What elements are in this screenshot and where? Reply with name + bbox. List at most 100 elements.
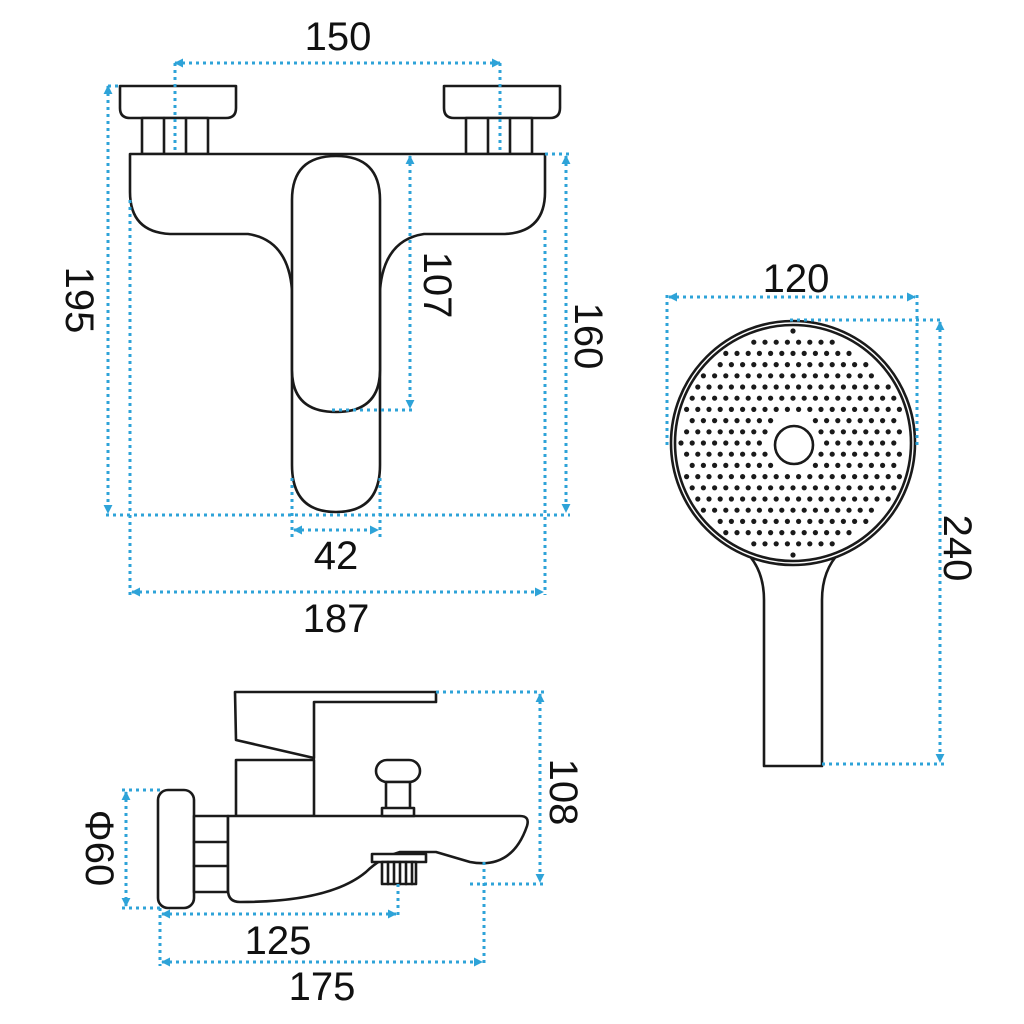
spray-nozzle: [773, 384, 779, 390]
dimension-labels: 150 195 107 160 42 187 120 240 Φ60 108 1…: [57, 15, 979, 1009]
shower-handle: [744, 550, 842, 768]
spray-nozzle: [762, 362, 768, 368]
spray-nozzle: [796, 362, 802, 368]
spray-nozzle: [706, 406, 712, 412]
spray-nozzle: [818, 518, 824, 525]
spray-nozzle: [740, 362, 746, 368]
spray-nozzle: [807, 474, 813, 480]
spray-nozzle: [779, 530, 785, 536]
spray-nozzle: [812, 485, 819, 491]
spray-nozzle: [768, 530, 774, 536]
spray-nozzle: [762, 541, 768, 547]
spray-nozzle: [717, 451, 723, 457]
dim-label-120: 120: [763, 257, 830, 301]
spray-nozzle: [728, 496, 735, 502]
spray-nozzle: [846, 395, 852, 401]
spray-nozzle: [751, 518, 757, 525]
spray-nozzle: [829, 496, 835, 502]
spray-nozzle: [880, 462, 886, 468]
spray-nozzle: [751, 362, 757, 368]
spray-nozzle: [857, 440, 863, 446]
spray-nozzle: [712, 507, 718, 513]
spray-nozzle: [829, 406, 835, 412]
spray-nozzle: [852, 362, 858, 368]
spray-nozzle: [807, 339, 813, 345]
spray-nozzle: [835, 530, 841, 536]
spray-nozzle: [745, 485, 751, 491]
spray-nozzle: [891, 462, 897, 468]
center-button: [773, 424, 815, 466]
spray-nozzle: [779, 350, 785, 356]
spray-nozzle: [796, 384, 802, 390]
dim-label-107: 107: [415, 252, 459, 319]
spray-nozzle: [745, 395, 751, 401]
spray-nozzle: [745, 530, 751, 536]
spray-nozzle: [863, 384, 869, 390]
spray-nozzle: [818, 362, 824, 368]
spray-nozzle: [762, 406, 768, 412]
spray-nozzle: [846, 350, 852, 356]
spray-nozzle: [790, 328, 796, 334]
spray-nozzle: [717, 406, 723, 412]
spray-nozzle: [891, 440, 897, 446]
spray-nozzle: [790, 485, 796, 491]
spray-nozzle: [852, 406, 858, 412]
spray-nozzle: [723, 530, 729, 536]
spray-nozzle: [717, 518, 723, 525]
spray-nozzle: [740, 451, 746, 457]
spray-nozzle: [840, 406, 847, 412]
spray-nozzle: [896, 429, 903, 435]
spray-nozzle: [723, 350, 729, 356]
spray-nozzle: [885, 474, 891, 480]
spray-nozzle: [796, 518, 802, 525]
right-connector: [442, 84, 562, 156]
spray-nozzle: [773, 362, 779, 368]
spray-nozzle: [807, 518, 813, 525]
dim-label-150: 150: [305, 15, 372, 59]
spray-nozzle: [717, 496, 723, 502]
spray-nozzle: [852, 518, 858, 525]
spray-nozzle: [706, 384, 712, 390]
spray-nozzle: [768, 350, 774, 356]
spray-nozzle: [689, 418, 695, 424]
hose-outlet: [370, 852, 428, 886]
spray-nozzle: [880, 440, 886, 446]
spray-nozzle: [818, 406, 824, 412]
spray-nozzle: [801, 395, 807, 401]
spray-nozzle: [896, 406, 903, 412]
spray-nozzle: [790, 395, 796, 401]
spray-nozzle: [700, 440, 707, 446]
spray-nozzle: [829, 384, 835, 390]
spray-nozzle: [712, 373, 718, 379]
spray-nozzle: [868, 440, 875, 446]
spray-nozzle: [734, 350, 740, 356]
spray-nozzle: [790, 350, 796, 356]
spray-nozzle: [812, 530, 819, 536]
spray-nozzle: [734, 440, 740, 446]
spray-nozzle: [857, 395, 863, 401]
spray-nozzle: [740, 429, 746, 435]
spray-nozzle: [756, 507, 763, 513]
spray-nozzle: [840, 518, 847, 525]
spray-nozzle: [717, 474, 723, 480]
spray-nozzle: [756, 418, 763, 424]
spray-nozzle: [728, 451, 735, 457]
side-connector: [192, 814, 230, 894]
spray-nozzle: [762, 474, 768, 480]
side-lever: [233, 690, 438, 760]
spray-nozzle: [779, 485, 785, 491]
spray-nozzle: [695, 496, 701, 502]
spray-nozzle: [684, 429, 690, 435]
spray-nozzle: [863, 496, 869, 502]
spray-nozzle: [829, 518, 835, 525]
spray-nozzle: [773, 496, 779, 502]
spray-nozzle: [846, 530, 852, 536]
spray-nozzle: [790, 373, 796, 379]
spray-nozzle: [712, 462, 718, 468]
spray-nozzle: [712, 395, 718, 401]
spray-nozzle: [857, 462, 863, 468]
spray-nozzle: [723, 462, 729, 468]
spray-nozzle: [773, 474, 779, 480]
spray-nozzle: [745, 507, 751, 513]
